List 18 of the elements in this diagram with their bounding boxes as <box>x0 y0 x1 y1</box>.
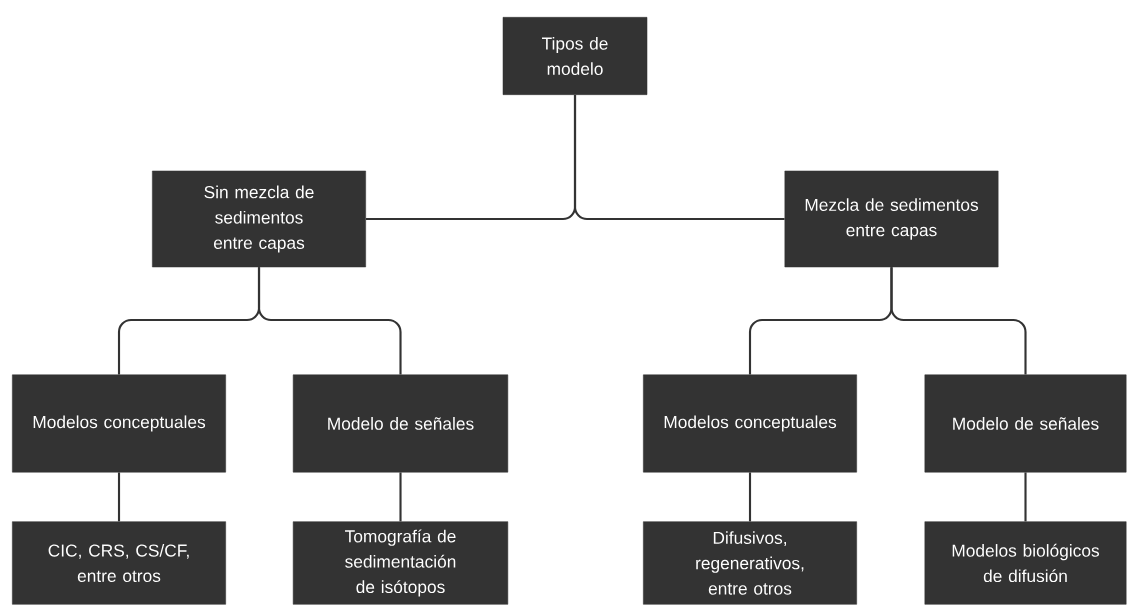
connector-line <box>748 472 752 522</box>
connector-line <box>257 267 402 375</box>
connector-line <box>399 472 402 522</box>
process-box: Sin mezcla de sedimentos entre capas <box>152 170 366 268</box>
process-box: Difusivos, regenerativos, entre otros <box>643 521 857 605</box>
connector-line <box>117 472 121 522</box>
process-box: Modelo de señales <box>292 374 509 473</box>
process-box: Modelo de señales <box>924 374 1127 473</box>
process-box: Modelos conceptuales <box>12 374 226 473</box>
process-box: Modelos biológicos de difusión <box>924 521 1127 605</box>
process-box: Mezcla de sedimentos entre capas <box>784 170 999 268</box>
process-box: Modelos conceptuales <box>643 374 857 473</box>
connector-line <box>890 267 1027 375</box>
process-box: Tomografía de sedimentación de isótopos <box>292 521 509 605</box>
process-box: CIC, CRS, CS/CF, entre otros <box>12 521 226 605</box>
connector-line <box>1024 472 1027 522</box>
process-box: Tipos de modelo <box>502 17 648 95</box>
connector-line <box>573 94 785 221</box>
